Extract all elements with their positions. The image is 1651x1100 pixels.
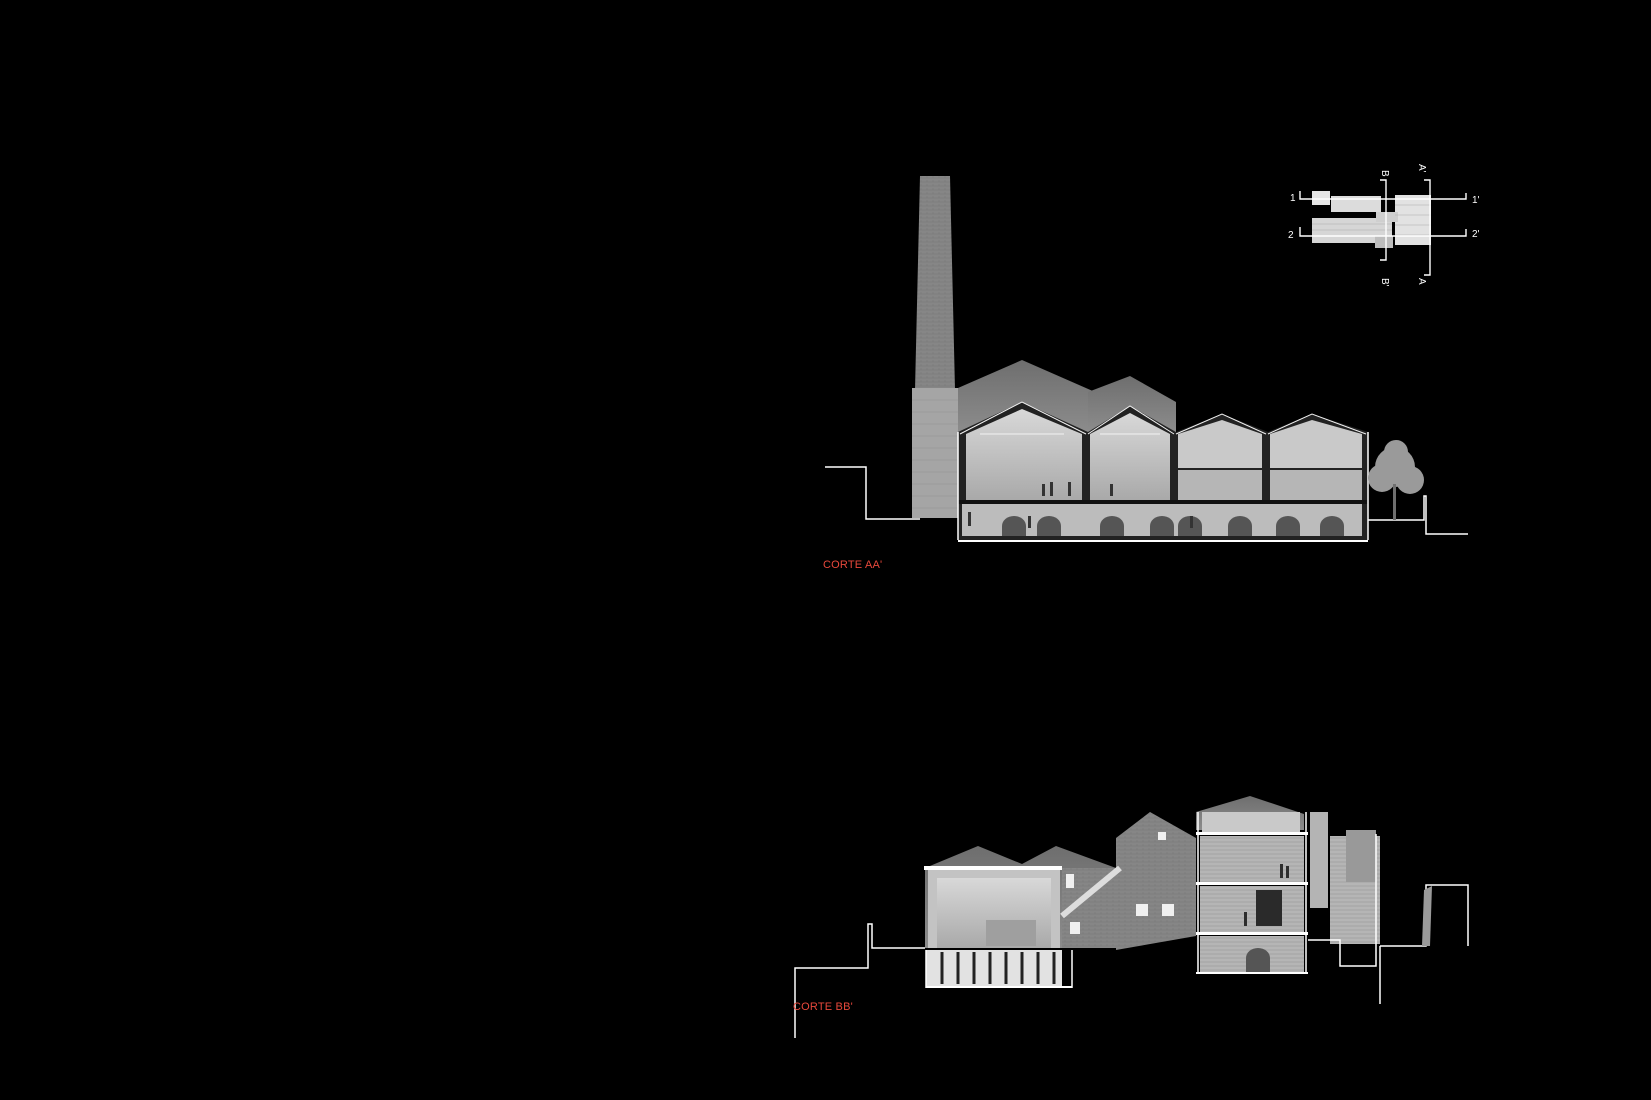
key-marker-b: B — [1379, 170, 1390, 177]
section-bb-terrain-right — [1380, 884, 1469, 947]
key-marker-a-prime: A' — [1416, 164, 1427, 173]
chimney — [912, 176, 958, 518]
section-bb-label: CORTE BB' — [793, 1001, 853, 1013]
ruin-wall — [1422, 886, 1432, 946]
key-marker-2: 2 — [1288, 230, 1294, 241]
key-marker-b-prime: B' — [1379, 278, 1390, 287]
section-aa-drawing — [825, 176, 1468, 542]
section-aa-building-body — [957, 401, 1369, 542]
key-marker-2-prime: 2' — [1472, 229, 1480, 240]
section-aa-label: CORTE AA' — [823, 559, 883, 571]
section-aa-terrain-right — [1362, 495, 1468, 535]
key-marker-1-prime: 1' — [1472, 195, 1480, 206]
tree — [1368, 440, 1424, 520]
section-aa-roof-masses — [958, 360, 1176, 432]
section-aa-terrain-left — [825, 466, 920, 520]
section-bb-terrain-left — [794, 923, 925, 1038]
section-aa-people — [968, 482, 1193, 528]
section-bb-tower — [1196, 796, 1380, 974]
roof-trusses — [959, 401, 1367, 435]
arcade-arches — [1002, 516, 1344, 536]
key-marker-a: A — [1416, 278, 1427, 285]
section-bb-brick-building — [1060, 812, 1196, 950]
key-marker-1: 1 — [1290, 193, 1296, 204]
key-plan-cut-lines — [1299, 179, 1467, 276]
key-plan: 1 1' 2 2' B B' A' A — [1288, 164, 1480, 287]
section-bb-drawing — [794, 796, 1469, 1038]
